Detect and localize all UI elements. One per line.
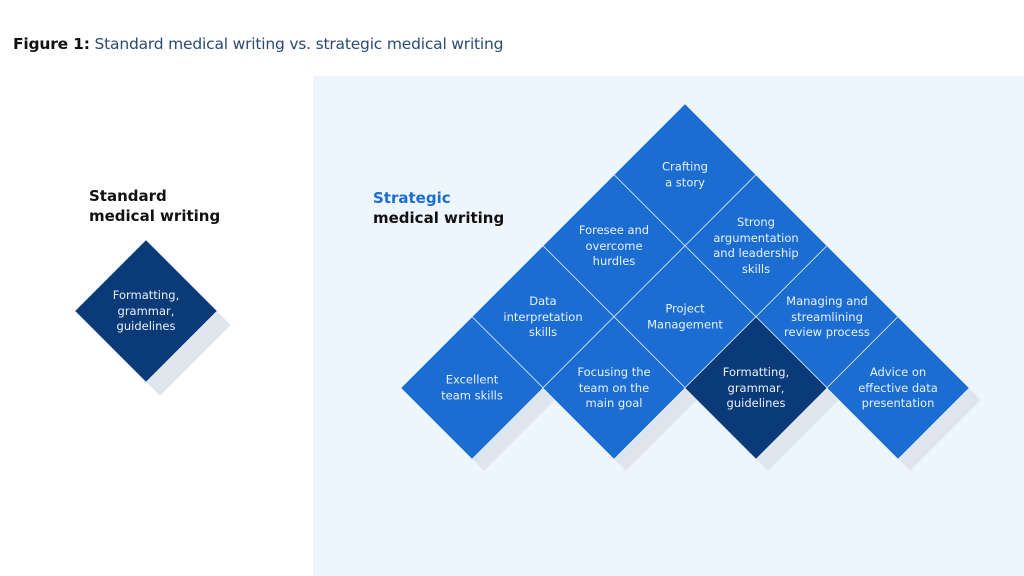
label-line: interpretation: [503, 309, 583, 324]
label-line: Strong: [737, 215, 775, 229]
label-line: grammar,: [117, 303, 175, 318]
label-line: overcome: [585, 238, 643, 253]
label-line: Formatting,: [112, 287, 180, 302]
label-line: presentation: [861, 395, 935, 410]
label-line: main goal: [585, 395, 643, 410]
label-line: Focusing the: [577, 364, 651, 379]
label-line: streamlining: [791, 309, 863, 324]
strategic-heading: Strategic medical writing: [373, 188, 504, 228]
caption-text: Standard medical writing vs. strategic m…: [94, 35, 504, 53]
label-line: a story: [665, 175, 705, 189]
label-line: guidelines: [726, 395, 786, 410]
strategic-diamond-8-label: Formatting,grammar,guidelines: [696, 365, 816, 412]
standard-diamond-label: Formatting,grammar,guidelines: [86, 288, 206, 335]
label-line: Management: [647, 317, 723, 331]
label-line: Project: [665, 301, 705, 316]
label-line: team on the: [578, 380, 650, 395]
label-line: and leadership: [713, 246, 799, 260]
figure-caption: Figure 1: Standard medical writing vs. s…: [13, 35, 503, 53]
standard-heading: Standard medical writing: [89, 186, 220, 226]
strategic-heading-line2: medical writing: [373, 209, 505, 227]
label-line: team skills: [441, 388, 503, 402]
label-line: Managing and: [786, 293, 868, 308]
label-line: Crafting: [662, 159, 708, 174]
strategic-heading-line1: Strategic: [373, 189, 451, 207]
label-line: skills: [528, 324, 558, 339]
label-line: Excellent: [445, 372, 499, 387]
label-line: argumentation: [713, 230, 799, 245]
label-line: skills: [741, 261, 771, 276]
label-line: Formatting,: [722, 364, 790, 379]
standard-heading-line2: medical writing: [89, 207, 221, 225]
label-line: effective data: [858, 380, 938, 395]
label-line: review process: [784, 324, 870, 339]
label-line: Foresee and: [578, 222, 650, 237]
standard-heading-line1: Standard: [89, 187, 167, 205]
label-line: grammar,: [727, 380, 785, 395]
caption-prefix: Figure 1:: [13, 35, 90, 53]
label-line: Data: [529, 293, 557, 308]
label-line: hurdles: [592, 253, 636, 268]
label-line: guidelines: [116, 318, 176, 333]
label-line: Advice on: [869, 364, 927, 379]
